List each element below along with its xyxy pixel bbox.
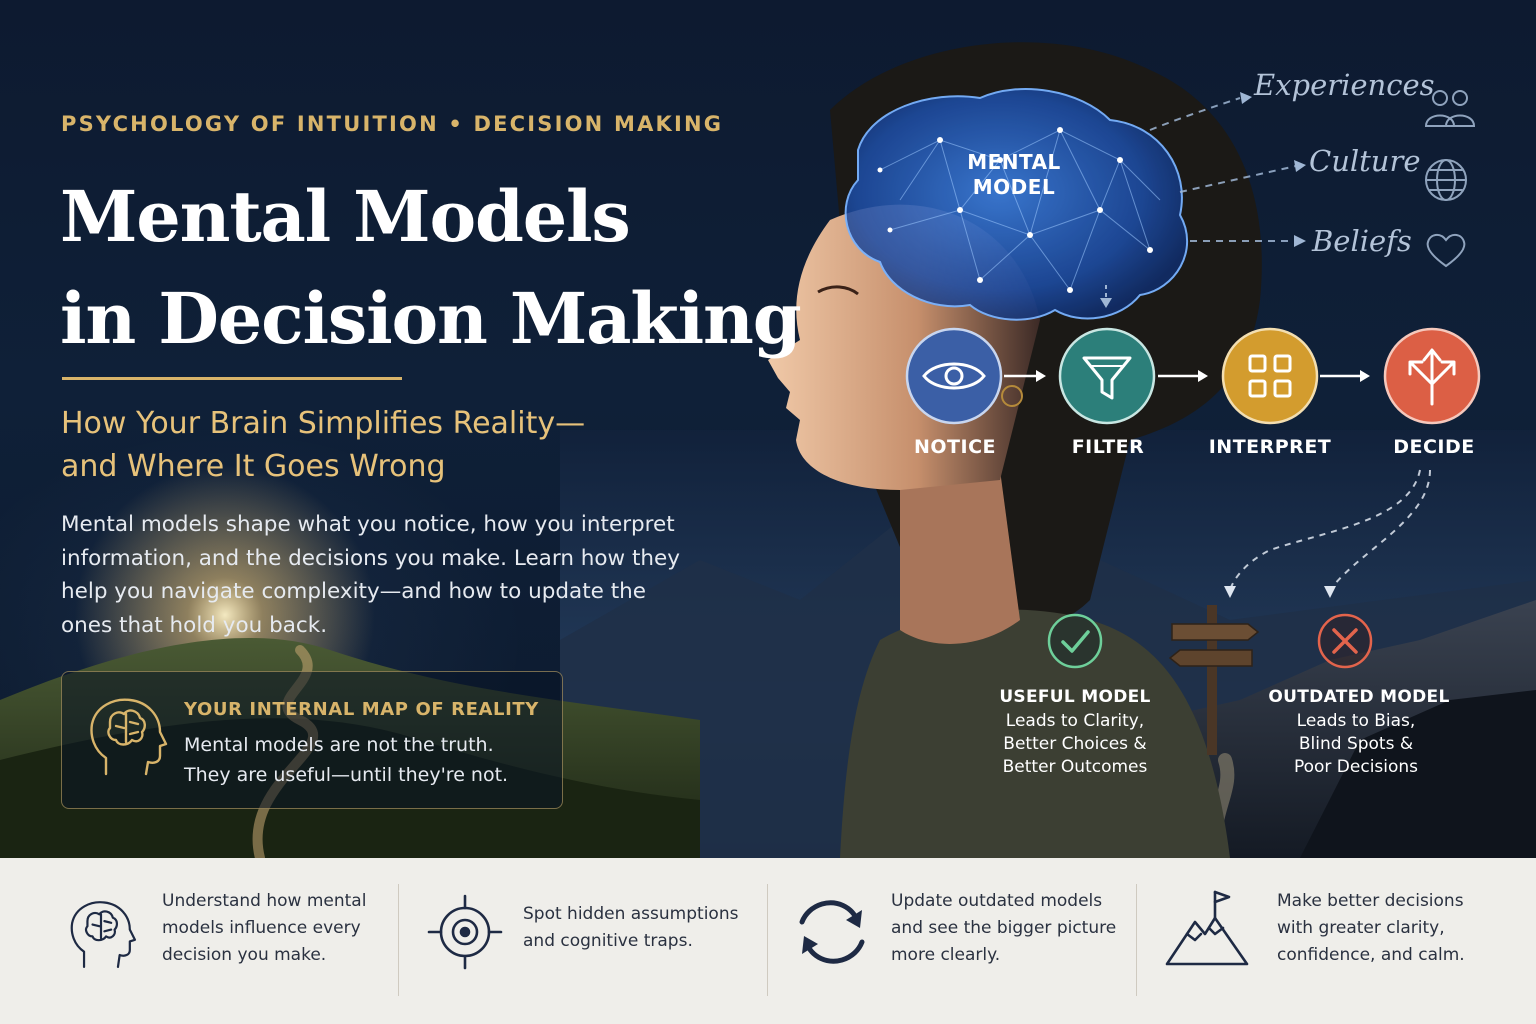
- subtitle-line-2: and Where It Goes Wrong: [61, 449, 446, 484]
- benefits-footer: Understand how mental models influence e…: [0, 858, 1536, 1024]
- benefit-text-spot: Spot hidden assumptions and cognitive tr…: [523, 901, 753, 955]
- info-box-line-1: Mental models are not the truth.: [184, 734, 494, 756]
- page-title: Mental Models in Decision Making: [60, 166, 802, 370]
- benefit-text-update: Update outdated models and see the bigge…: [891, 888, 1131, 969]
- useful-line-1: Leads to Clarity,: [1005, 711, 1145, 731]
- benefit-item-understand: Understand how mental models influence e…: [0, 858, 398, 1024]
- useful-line-3: Better Outcomes: [1002, 757, 1148, 777]
- benefit-line: with greater clarity,: [1277, 918, 1445, 938]
- info-box-title: YOUR INTERNAL MAP OF REALITY: [184, 699, 539, 720]
- globe-icon: [1425, 159, 1467, 201]
- benefit-line: confidence, and calm.: [1277, 945, 1465, 965]
- decision-flow: [905, 327, 1481, 425]
- outcome-branch: [1047, 469, 1431, 755]
- title-line-1: Mental Models: [60, 175, 631, 258]
- head-brain-icon: [70, 901, 137, 969]
- info-box: YOUR INTERNAL MAP OF REALITY Mental mode…: [61, 671, 563, 809]
- footer-divider: [398, 884, 399, 996]
- useful-line-2: Better Choices &: [1003, 734, 1147, 754]
- outdated-model-title: OUTDATED MODEL: [1268, 687, 1450, 707]
- mountain-flag-icon: [1165, 890, 1249, 966]
- head-brain-icon: [90, 698, 168, 776]
- benefit-line: Update outdated models: [891, 891, 1103, 911]
- outdated-line-2: Blind Spots &: [1298, 734, 1414, 754]
- influence-culture: Culture: [1309, 144, 1421, 178]
- title-divider: [62, 377, 402, 380]
- mental-model-label: MENTAL MODEL: [944, 150, 1084, 200]
- useful-model-title: USEFUL MODEL: [999, 687, 1151, 707]
- description-text: Mental models shape what you notice, how…: [61, 512, 680, 638]
- target-icon: [427, 894, 503, 970]
- benefit-item-spot: Spot hidden assumptions and cognitive tr…: [399, 858, 767, 1024]
- benefit-line: Spot hidden assumptions: [523, 904, 739, 924]
- subtitle-line-1: How Your Brain Simplifies Reality—: [61, 406, 586, 441]
- mental-model-label-line-1: MENTAL: [967, 150, 1061, 174]
- x-icon: [1317, 613, 1373, 669]
- benefit-line: Understand how mental: [162, 891, 367, 911]
- outdated-line-3: Poor Decisions: [1293, 757, 1419, 777]
- benefit-text-understand: Understand how mental models influence e…: [162, 888, 382, 969]
- benefit-line: more clearly.: [891, 945, 1001, 965]
- benefit-item-update: Update outdated models and see the bigge…: [768, 858, 1136, 1024]
- hero-illustration: [0, 42, 1536, 858]
- influence-icons: [1424, 90, 1476, 268]
- kicker-text: PSYCHOLOGY OF INTUITION • DECISION MAKIN…: [61, 112, 724, 136]
- grid-icon: [1221, 327, 1319, 425]
- step-notice: NOTICE: [913, 436, 996, 458]
- eye-icon: [905, 327, 1003, 425]
- title-line-2: in Decision Making: [60, 277, 802, 360]
- benefit-item-decide: Make better decisions with greater clari…: [1137, 858, 1536, 1024]
- outdated-model-body: Leads to Bias, Blind Spots & Poor Decisi…: [1246, 710, 1466, 779]
- split-arrows-icon: [1383, 327, 1481, 425]
- outdated-line-1: Leads to Bias,: [1296, 711, 1416, 731]
- influence-experiences: Experiences: [1254, 68, 1435, 102]
- info-box-body: Mental models are not the truth. They ar…: [184, 730, 554, 790]
- benefit-line: and see the bigger picture: [891, 918, 1117, 938]
- benefit-line: Make better decisions: [1277, 891, 1464, 911]
- benefit-line: decision you make.: [162, 945, 327, 965]
- subtitle: How Your Brain Simplifies Reality— and W…: [61, 402, 701, 488]
- footer-divider: [767, 884, 768, 996]
- footer-divider: [1136, 884, 1137, 996]
- signpost-graphic: [1168, 605, 1260, 755]
- people-icon: [1424, 90, 1476, 127]
- heart-icon: [1426, 234, 1466, 268]
- useful-model-body: Leads to Clarity, Better Choices & Bette…: [965, 710, 1185, 779]
- step-decide: DECIDE: [1393, 436, 1475, 458]
- funnel-icon: [1058, 327, 1156, 425]
- benefit-line: and cognitive traps.: [523, 931, 693, 951]
- brain-graphic: [844, 88, 1189, 321]
- influence-beliefs: Beliefs: [1312, 224, 1412, 258]
- hero-section: PSYCHOLOGY OF INTUITION • DECISION MAKIN…: [0, 0, 1536, 858]
- mental-model-label-line-2: MODEL: [972, 175, 1056, 199]
- benefit-line: models influence every: [162, 918, 361, 938]
- info-box-line-2: They are useful—until they're not.: [184, 764, 509, 786]
- step-interpret: INTERPRET: [1208, 436, 1332, 458]
- step-filter: FILTER: [1071, 436, 1145, 458]
- benefit-text-decide: Make better decisions with greater clari…: [1277, 888, 1517, 969]
- check-icon: [1047, 613, 1103, 669]
- refresh-icon: [799, 900, 865, 964]
